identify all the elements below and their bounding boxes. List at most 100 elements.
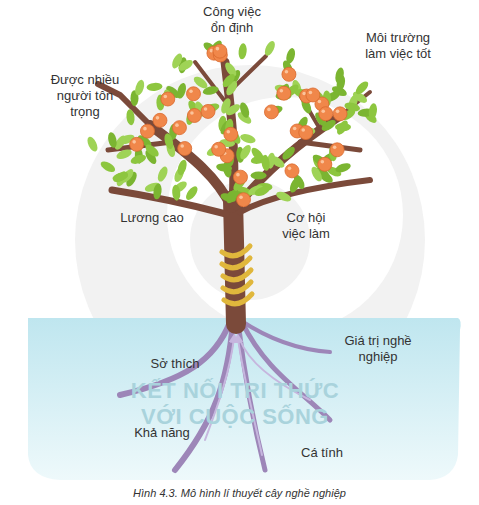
fruit-body [140, 124, 154, 138]
fruit-highlight [216, 47, 220, 51]
fruit-body [318, 157, 332, 171]
leaf [335, 119, 350, 137]
fruit-body [161, 92, 175, 106]
fruit-highlight [288, 167, 292, 171]
fruit-body [153, 113, 167, 127]
fruit [285, 164, 299, 178]
fruit-highlight [175, 123, 179, 127]
fruit [233, 170, 247, 184]
fruit [237, 193, 251, 207]
fruit [187, 109, 201, 123]
leaf [107, 131, 118, 148]
leaf [238, 43, 248, 60]
fruit [318, 157, 332, 171]
leaf [134, 79, 146, 97]
ribbon-band [223, 282, 251, 292]
root [240, 320, 330, 352]
fruit-body [233, 170, 247, 184]
fruit [264, 105, 278, 119]
leaf [239, 132, 257, 145]
ribbon-band [223, 270, 251, 280]
leaf [146, 82, 163, 91]
leaf [288, 176, 302, 194]
fruit [153, 113, 167, 127]
tree-trunk [98, 56, 370, 324]
leaf [238, 101, 251, 119]
leaf [253, 184, 271, 198]
leaf [115, 148, 133, 161]
fruit [161, 92, 175, 106]
fruit [306, 88, 320, 102]
fruit [130, 137, 144, 151]
fruit-highlight [267, 108, 271, 112]
leaf [85, 135, 99, 153]
fruit-label: Công việc ổn định [197, 4, 267, 36]
fruit-body [187, 109, 201, 123]
leaf [285, 47, 297, 65]
root-label: Cá tính [287, 445, 357, 461]
fruit [330, 143, 344, 157]
fruit [140, 124, 154, 138]
fruit [186, 87, 200, 101]
fruit-highlight [204, 107, 208, 111]
fruit-body [333, 107, 347, 121]
fruit [172, 121, 186, 135]
leaf [334, 67, 345, 84]
fruit-body [237, 193, 251, 207]
fruit-body [212, 142, 226, 156]
branch [240, 180, 370, 212]
trunk-label: Cơ hội việc làm [274, 210, 338, 242]
fruit-highlight [336, 110, 340, 114]
fruit-body [264, 105, 278, 119]
fruit-body [282, 67, 296, 81]
leaf [261, 154, 271, 171]
fruit-body [330, 143, 344, 157]
fruit [212, 142, 226, 156]
fruit-label: Môi trường làm việc tốt [357, 30, 439, 62]
leaf [334, 161, 352, 174]
trunk-label: Lương cao [112, 210, 192, 226]
fruit-highlight [227, 130, 231, 134]
fruit [178, 142, 192, 156]
fruit-highlight [302, 92, 306, 96]
leaf [251, 171, 267, 179]
ribbon-band [222, 246, 250, 256]
leaf [111, 171, 129, 183]
leaf [143, 142, 160, 158]
leaf [152, 183, 162, 200]
spiral-ribbon [222, 246, 252, 304]
leaf [99, 159, 117, 174]
fruit-highlight [156, 116, 160, 120]
leaf [156, 165, 170, 183]
fruit-body [172, 121, 186, 135]
fruit [299, 126, 313, 140]
fruit-highlight [164, 95, 168, 99]
fruit [319, 107, 333, 121]
fruit [224, 127, 238, 141]
fruit-body [130, 137, 144, 151]
ground-water [28, 318, 461, 480]
fruit-body [186, 87, 200, 101]
fruit-body [178, 142, 192, 156]
root-label: Giá trị nghề nghiệp [338, 333, 418, 365]
fruit-highlight [132, 140, 136, 144]
fruit [277, 86, 291, 100]
fruit-highlight [214, 145, 218, 149]
fruit-body [277, 86, 291, 100]
figure-caption: Hình 4.3. Mô hình lí thuyết cây nghề ngh… [5, 486, 474, 500]
fruit-highlight [143, 127, 147, 131]
watermark: KẾT NỐI TRI THỨC VỚI CUỘC SỐNG [119, 378, 351, 430]
ribbon-band [224, 294, 252, 304]
leaf [176, 82, 188, 100]
fruit-highlight [239, 195, 243, 199]
fruit-body [299, 126, 313, 140]
fruit-highlight [285, 70, 289, 74]
leaf [163, 132, 175, 150]
leaf [184, 184, 200, 202]
leaf [280, 145, 297, 162]
leaf [368, 103, 378, 120]
leaf [220, 72, 237, 89]
fruit-highlight [189, 89, 193, 93]
fruit [201, 104, 215, 118]
logo-shape [167, 97, 403, 333]
